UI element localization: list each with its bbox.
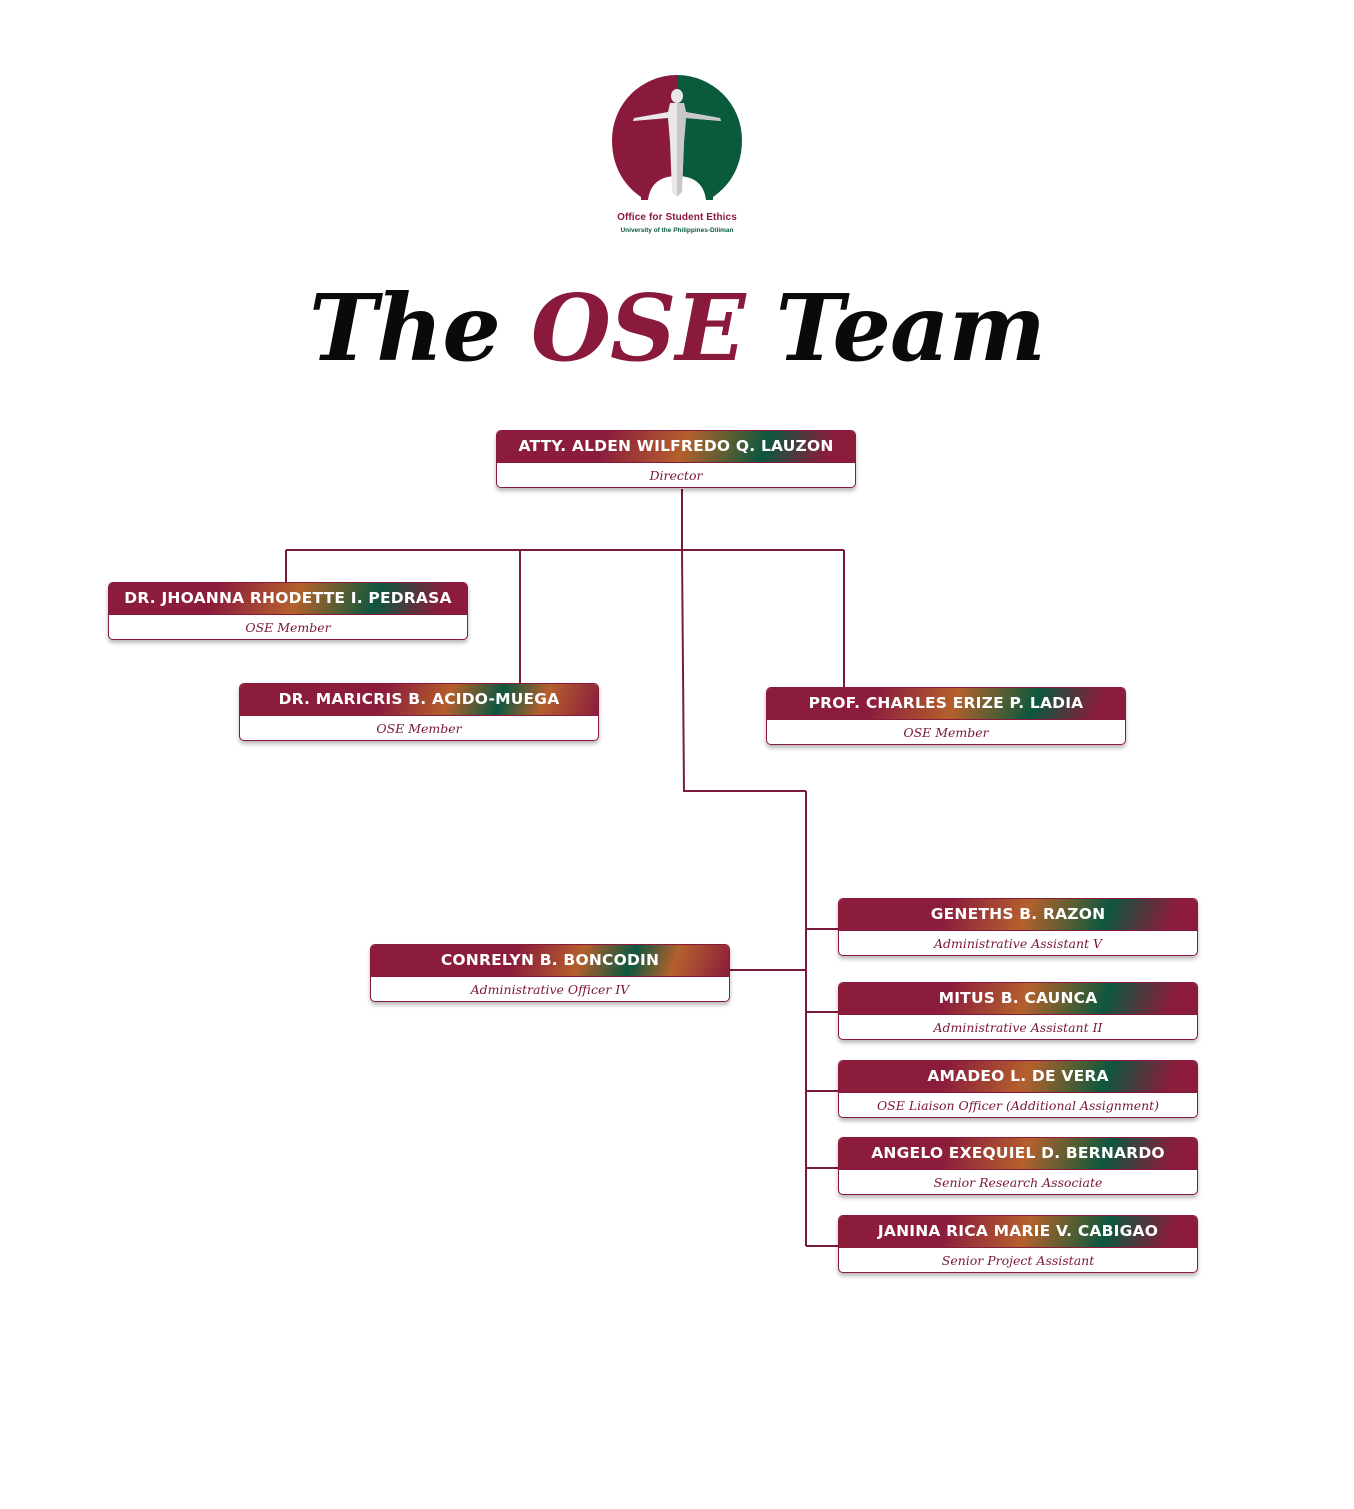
card-director: ATTY. ALDEN WILFREDO Q. LAUZON Director <box>496 430 856 488</box>
card-admin-officer: CONRELYN B. BONCODIN Administrative Offi… <box>370 944 730 1002</box>
card-role: Senior Research Associate <box>839 1169 1197 1194</box>
card-role: Director <box>497 462 855 487</box>
title-part-team: Team <box>744 274 1046 382</box>
card-member: DR. JHOANNA RHODETTE I. PEDRASA OSE Memb… <box>108 582 468 640</box>
connector-director-to-staff <box>681 549 806 792</box>
card-role: OSE Liaison Officer (Additional Assignme… <box>839 1092 1197 1117</box>
card-name: ATTY. ALDEN WILFREDO Q. LAUZON <box>497 431 855 462</box>
card-name: DR. JHOANNA RHODETTE I. PEDRASA <box>109 583 467 614</box>
card-name: GENETHS B. RAZON <box>839 899 1197 930</box>
card-role: OSE Member <box>240 715 598 740</box>
title-part-the: The <box>308 274 531 382</box>
title-accent-ose: OSE <box>530 274 746 382</box>
card-role: Senior Project Assistant <box>839 1247 1197 1272</box>
card-name: ANGELO EXEQUIEL D. BERNARDO <box>839 1138 1197 1169</box>
card-staff: ANGELO EXEQUIEL D. BERNARDO Senior Resea… <box>838 1137 1198 1195</box>
card-role: OSE Member <box>767 719 1125 744</box>
ose-logo: Office for Student Ethics University of … <box>600 72 754 244</box>
card-role: Administrative Officer IV <box>371 976 729 1001</box>
card-member: DR. MARICRIS B. ACIDO-MUEGA OSE Member <box>239 683 599 741</box>
card-name: DR. MARICRIS B. ACIDO-MUEGA <box>240 684 598 715</box>
card-staff: MITUS B. CAUNCA Administrative Assistant… <box>838 982 1198 1040</box>
card-staff: AMADEO L. DE VERA OSE Liaison Officer (A… <box>838 1060 1198 1118</box>
card-staff: GENETHS B. RAZON Administrative Assistan… <box>838 898 1198 956</box>
card-name: JANINA RICA MARIE V. CABIGAO <box>839 1216 1197 1247</box>
card-role: OSE Member <box>109 614 467 639</box>
card-name: CONRELYN B. BONCODIN <box>371 945 729 976</box>
card-role: Administrative Assistant V <box>839 930 1197 955</box>
card-role: Administrative Assistant II <box>839 1014 1197 1039</box>
card-name: AMADEO L. DE VERA <box>839 1061 1197 1092</box>
card-member: PROF. CHARLES ERIZE P. LADIA OSE Member <box>766 687 1126 745</box>
logo-office-name: Office for Student Ethics <box>617 212 737 223</box>
card-name: PROF. CHARLES ERIZE P. LADIA <box>767 688 1125 719</box>
card-name: MITUS B. CAUNCA <box>839 983 1197 1014</box>
page-title: The OSE Team <box>0 268 1354 388</box>
ose-emblem-icon <box>612 75 742 200</box>
logo-university-name: University of the Philippines-Diliman <box>620 227 734 234</box>
card-staff: JANINA RICA MARIE V. CABIGAO Senior Proj… <box>838 1215 1198 1273</box>
